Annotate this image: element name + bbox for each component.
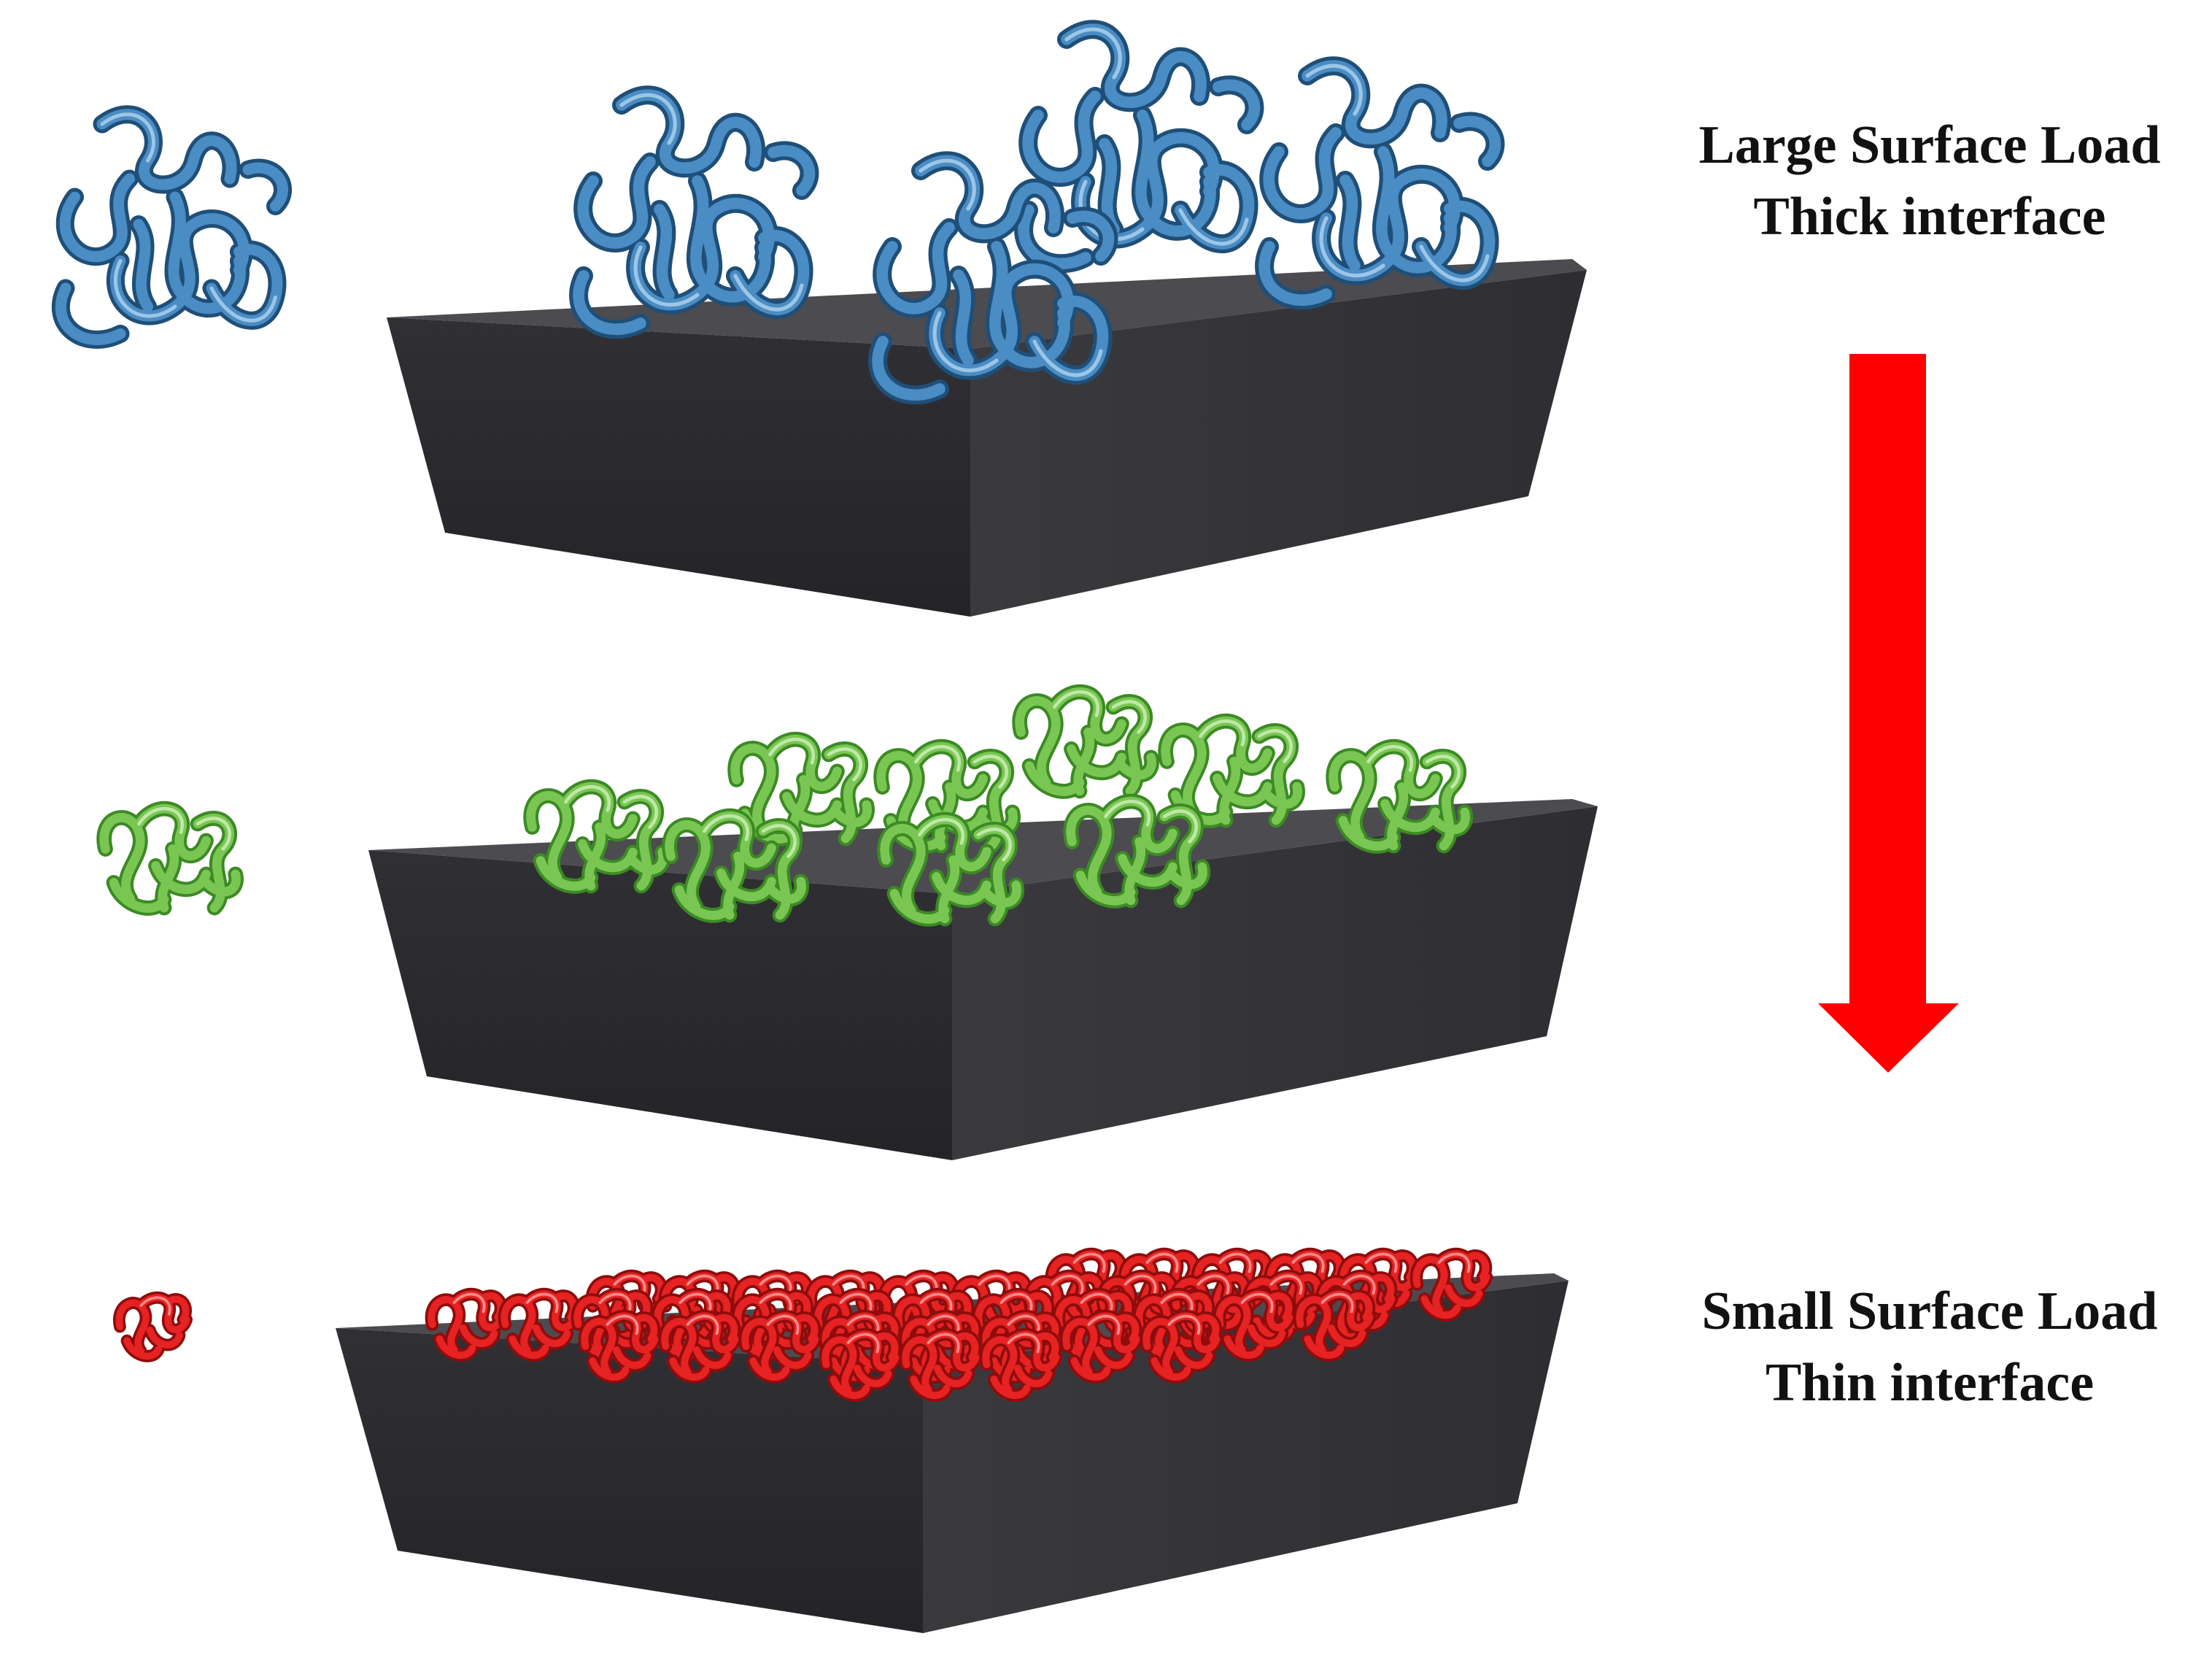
coiled-protein-icon [61, 115, 282, 340]
substrate-slab-top [387, 259, 1587, 617]
label-line: Thick interface [1753, 187, 2106, 247]
label-line: Small Surface Load [1701, 1281, 2158, 1341]
folded-protein-icon [104, 809, 236, 908]
protein-free-medium [104, 809, 236, 908]
folded-protein-icon [735, 739, 867, 838]
folded-protein-icon [531, 787, 663, 886]
label-small-surface-load: Small Surface Load Thin interface [1623, 1276, 2212, 1419]
folded-protein-icon [1020, 692, 1152, 791]
protein-free-small [119, 1297, 186, 1356]
slab-front-face [368, 850, 952, 1160]
folded-protein-icon [1334, 747, 1466, 846]
label-line: Thin interface [1765, 1353, 2095, 1413]
slab-front-face [387, 317, 970, 617]
coiled-protein-icon [579, 95, 809, 329]
slab-side-face [970, 270, 1587, 617]
compact-protein-icon [119, 1297, 186, 1356]
protein-free-large [61, 115, 282, 340]
label-line: Large Surface Load [1698, 115, 2161, 175]
slab-top-face [387, 259, 1587, 349]
slab-front-face [336, 1328, 923, 1633]
arrow-down-icon [1818, 354, 1959, 1073]
label-large-surface-load: Large Surface Load Thick interface [1623, 109, 2212, 252]
